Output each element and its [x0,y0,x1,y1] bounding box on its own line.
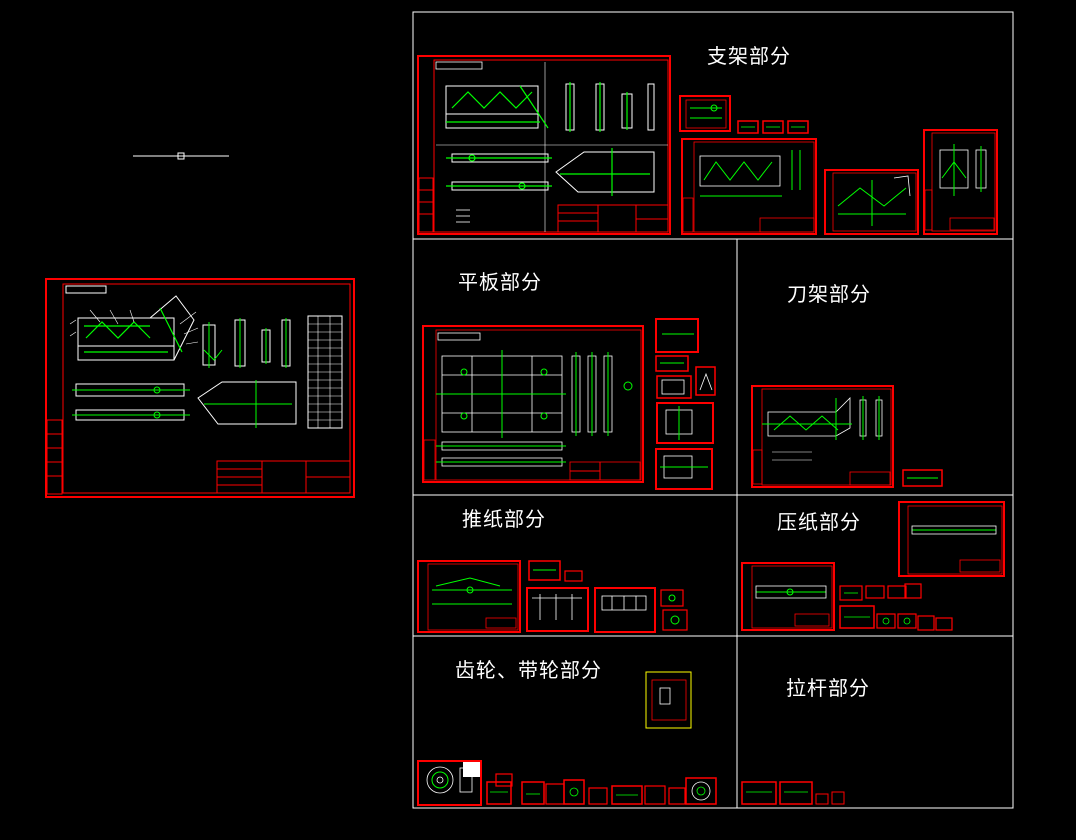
gear-section-drawings[interactable] [417,671,717,806]
push-section-drawings[interactable] [417,560,688,633]
section-label-knife: 刀架部分 [787,282,871,306]
press-section-drawings[interactable] [741,501,1005,631]
assembly-drawing-sheet[interactable] [45,278,355,498]
plate-section-drawings[interactable] [422,318,716,490]
support-section-drawings[interactable] [417,55,998,235]
isolated-line-mark [133,152,229,160]
section-label-plate: 平板部分 [458,270,542,294]
knife-section-drawings[interactable] [751,385,943,488]
section-label-gear: 齿轮、带轮部分 [455,658,602,682]
section-grid-frame [412,11,1014,809]
section-label-push: 推纸部分 [462,507,546,531]
section-label-press: 压纸部分 [777,510,861,534]
section-label-rod: 拉杆部分 [786,676,870,700]
section-label-support: 支架部分 [707,44,791,68]
rod-section-drawings[interactable] [741,781,845,805]
